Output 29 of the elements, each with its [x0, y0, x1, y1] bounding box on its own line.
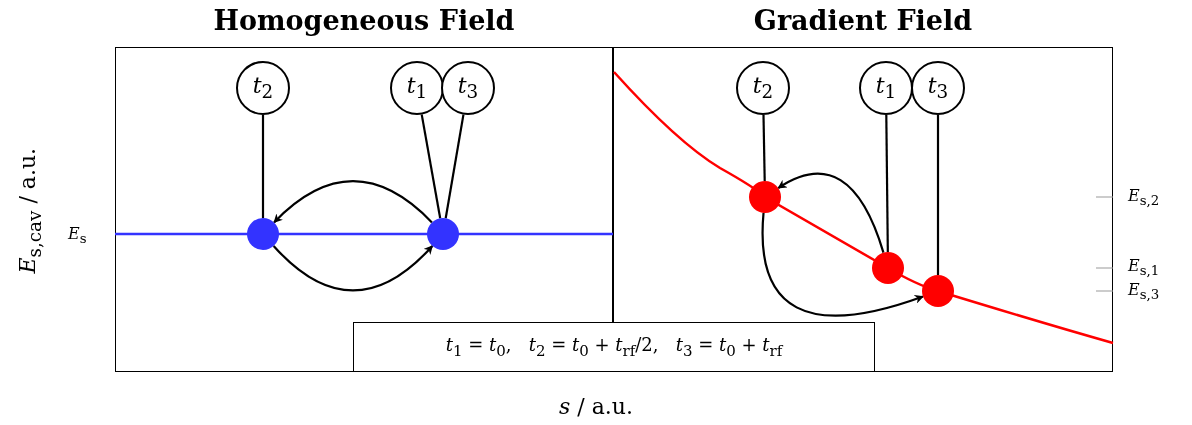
time-circle: t$_{1}$ [390, 61, 444, 115]
axis-label: s / a.u. [558, 394, 634, 419]
level-label: E$_{s,2}$ [1128, 186, 1160, 209]
particle-dot [247, 218, 279, 250]
connector-line [261, 115, 265, 218]
time-circle: t$_{2}$ [236, 61, 290, 115]
level-label: E$_{s,3}$ [1128, 280, 1160, 303]
time-circle: t$_{1}$ [859, 61, 913, 115]
curved-arrow [761, 212, 924, 317]
connector-line [936, 115, 940, 275]
particle-dot [872, 252, 904, 284]
time-circle: t$_{3}$ [911, 61, 965, 115]
curved-arrow [777, 172, 885, 253]
curved-arrow [272, 245, 434, 292]
panel-title: Homogeneous Field [212, 5, 516, 36]
particle-dot [749, 181, 781, 213]
formula-box: t$_{1}$ = t$_{0}$, t$_{2}$ = t$_{0}$ + t$_{rf}$/2, t$_{3}$ = t$_{0}$ + t$_{rf}$ [353, 322, 875, 372]
time-circle: t$_{3}$ [441, 61, 495, 115]
connector-line [762, 115, 766, 182]
level-label: E$_{s}$ [68, 224, 87, 247]
particle-dot [922, 275, 954, 307]
connector-line [444, 114, 465, 219]
panel-title: Gradient Field [752, 5, 974, 36]
connector-line [885, 115, 889, 252]
time-circle: t$_{2}$ [736, 61, 790, 115]
level-label: E$_{s,1}$ [1128, 256, 1160, 279]
connector-line [420, 114, 442, 219]
particle-dot [427, 218, 459, 250]
curved-arrow [273, 180, 433, 224]
